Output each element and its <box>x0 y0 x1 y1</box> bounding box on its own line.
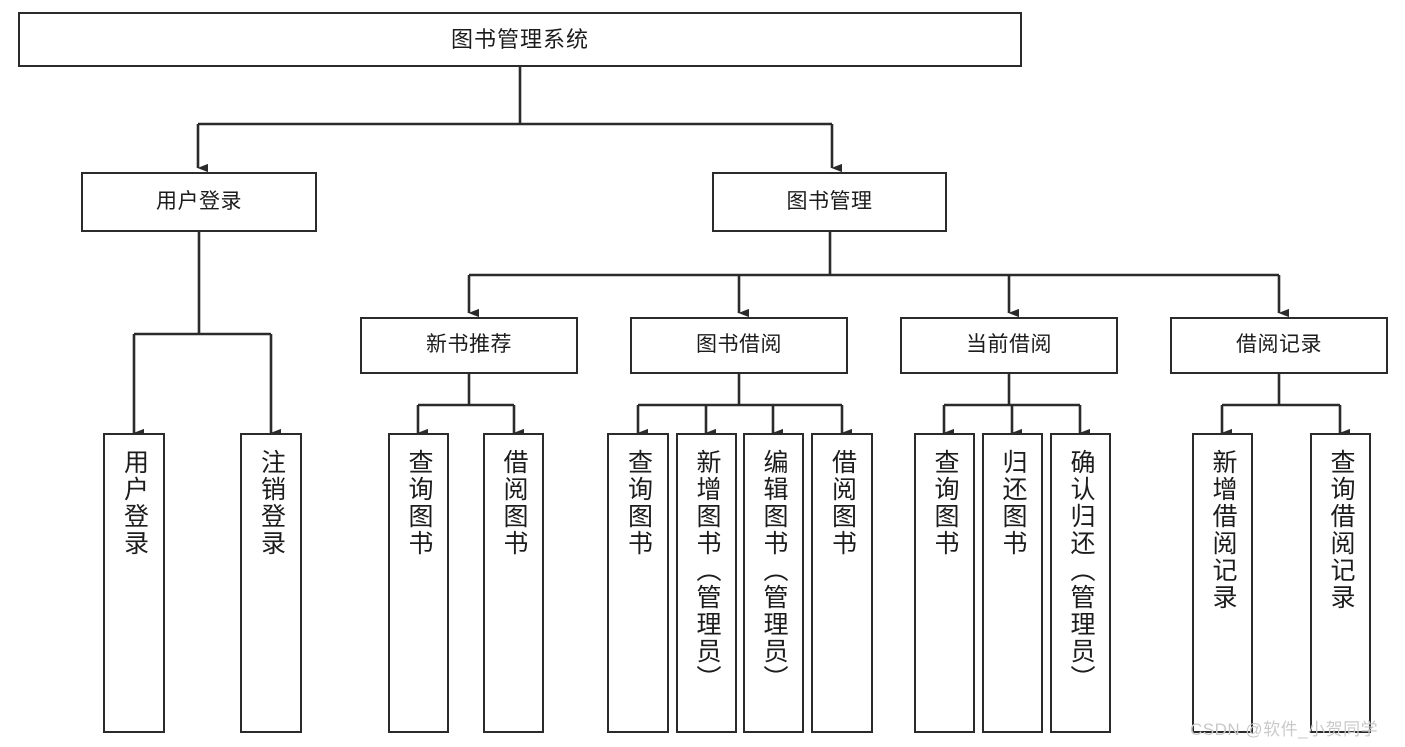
node-user-login[interactable]: 用户登录 <box>81 172 317 232</box>
csdn-watermark: CSDN @软件_小贺同学 <box>1190 720 1379 739</box>
leaf-book-borrow-borrow-book[interactable]: 借阅图书 <box>811 433 873 733</box>
node-root-book-management-system[interactable]: 图书管理系统 <box>18 12 1022 67</box>
leaf-user-login-logout[interactable]: 注销登录 <box>240 433 302 733</box>
leaf-user-login-login[interactable]: 用户登录 <box>103 433 165 733</box>
node-label: 注销登录 <box>257 449 286 557</box>
node-label: 查询借阅记录 <box>1327 449 1355 611</box>
node-label: 新增图书（管理员） <box>693 449 721 692</box>
node-label: 归还图书 <box>999 449 1027 557</box>
node-label: 用户登录 <box>156 189 242 213</box>
node-label: 查询图书 <box>405 449 433 557</box>
leaf-new-book-borrow-book[interactable]: 借阅图书 <box>483 433 544 733</box>
leaf-book-borrow-query-book[interactable]: 查询图书 <box>607 433 669 733</box>
node-label: 图书管理系统 <box>450 26 589 52</box>
node-label: 当前借阅 <box>966 333 1052 357</box>
node-borrow-record[interactable]: 借阅记录 <box>1170 317 1388 374</box>
node-label: 借阅图书 <box>828 449 857 557</box>
leaf-current-borrow-confirm-return-admin[interactable]: 确认归还（管理员） <box>1050 433 1111 733</box>
leaf-current-borrow-return-book[interactable]: 归还图书 <box>982 433 1043 733</box>
leaf-borrow-record-query-record[interactable]: 查询借阅记录 <box>1310 433 1371 733</box>
node-label: 新书推荐 <box>426 333 512 357</box>
node-label: 新增借阅记录 <box>1209 449 1237 611</box>
node-label: 编辑图书（管理员） <box>760 449 788 692</box>
leaf-borrow-record-add-record[interactable]: 新增借阅记录 <box>1192 433 1253 733</box>
node-label: 查询图书 <box>624 449 653 557</box>
leaf-book-borrow-add-book-admin[interactable]: 新增图书（管理员） <box>676 433 737 733</box>
leaf-current-borrow-query-book[interactable]: 查询图书 <box>914 433 975 733</box>
node-label: 借阅记录 <box>1236 333 1322 357</box>
node-label: 用户登录 <box>120 449 149 557</box>
node-book-management[interactable]: 图书管理 <box>712 172 947 232</box>
node-book-borrow[interactable]: 图书借阅 <box>630 317 848 374</box>
node-label: 图书管理 <box>786 189 873 213</box>
node-label: 查询图书 <box>931 449 959 557</box>
leaf-book-borrow-edit-book-admin[interactable]: 编辑图书（管理员） <box>743 433 804 733</box>
node-new-book-recommend[interactable]: 新书推荐 <box>360 317 578 374</box>
node-label: 图书借阅 <box>696 333 782 357</box>
node-current-borrow[interactable]: 当前借阅 <box>900 317 1118 374</box>
node-label: 借阅图书 <box>500 449 528 557</box>
node-label: 确认归还（管理员） <box>1067 449 1095 692</box>
leaf-new-book-query-book[interactable]: 查询图书 <box>388 433 449 733</box>
